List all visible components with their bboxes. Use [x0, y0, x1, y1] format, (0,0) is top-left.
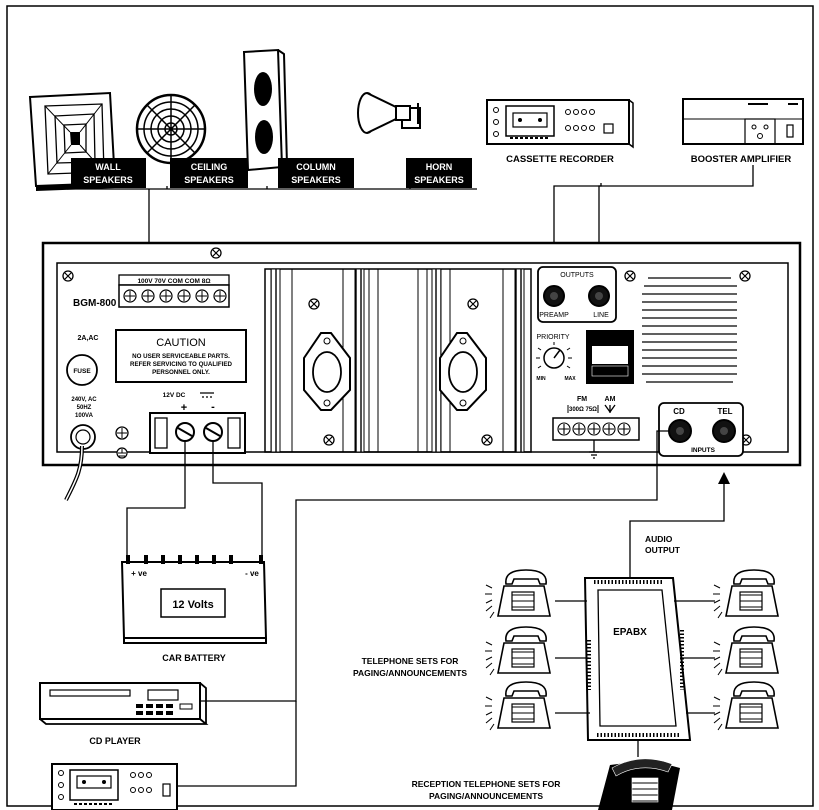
cassette-recorder-icon: [486, 99, 634, 149]
reception-sets-caption-2: PAGING/ANNOUNCEMENTS: [429, 791, 543, 801]
horn-speakers-label: HORN SPEAKERS: [406, 158, 472, 188]
booster-amplifier-caption: BOOSTER AMPLIFIER: [691, 154, 792, 165]
car-battery-icon: + ve - ve 12 Volts: [120, 555, 268, 644]
svg-text:100V 70V COM COM 8Ω: 100V 70V COM COM 8Ω: [137, 278, 210, 285]
audio-output-label-2: OUTPUT: [645, 545, 681, 555]
inputs-panel: CD TEL INPUTS: [658, 402, 744, 457]
cassette-recorder-caption: CASSETTE RECORDER: [506, 154, 614, 165]
vent-grille: [642, 277, 737, 383]
heatsink: [264, 268, 532, 453]
epabx-unit: EPABX: [583, 577, 692, 741]
svg-text:CD: CD: [673, 407, 685, 416]
svg-text:240V, AC: 240V, AC: [71, 397, 97, 403]
frame: [6, 5, 814, 807]
svg-text:WALL: WALL: [95, 162, 121, 172]
audio-output-arrow-icon: [718, 472, 730, 484]
svg-text:CAUTION: CAUTION: [156, 337, 206, 349]
caution-panel: CAUTION NO USER SERVICEABLE PARTS. REFER…: [115, 329, 247, 383]
svg-text:OUTPUTS: OUTPUTS: [560, 272, 594, 279]
svg-text:MIN: MIN: [536, 376, 546, 382]
bottom-cassette-recorder-icon: [51, 763, 178, 810]
svg-text:PREAMP: PREAMP: [539, 312, 569, 319]
wall-speakers-label: WALL SPEAKERS: [71, 158, 146, 188]
phone-wires: [555, 600, 715, 757]
svg-text:HORN: HORN: [426, 162, 453, 172]
line-to-booster-wire: [598, 165, 754, 287]
recorder-wire: [177, 701, 297, 787]
ceiling-speakers-label: CEILING SPEAKERS: [170, 158, 248, 188]
svg-text:MAX: MAX: [564, 376, 576, 382]
svg-text:LINE: LINE: [593, 312, 609, 319]
svg-text:INPUTS: INPUTS: [691, 447, 716, 454]
reception-sets-caption: RECEPTION TELEPHONE SETS FOR: [412, 779, 561, 789]
svg-text:12V DC: 12V DC: [163, 392, 186, 399]
svg-text:FUSE: FUSE: [73, 368, 91, 375]
svg-text:2A,AC: 2A,AC: [77, 335, 98, 342]
column-speaker-icon: [242, 48, 289, 172]
svg-text:- ve: - ve: [245, 569, 259, 578]
audio-output-wire: [629, 480, 725, 579]
priority-control: PRIORITY MIN MAX: [536, 334, 576, 382]
dc-to-battery-wires: [126, 441, 263, 562]
horn-speaker-icon: [357, 92, 421, 134]
fuse-holder: 2A,AC FUSE 240V, AC 50HZ 100VA: [66, 335, 99, 419]
cd-player-wire: [200, 430, 669, 702]
priority-switch: [586, 330, 634, 384]
dc-input-terminals: 12V DC + -: [149, 392, 246, 454]
telephone-sets-caption-2: PAGING/ANNOUNCEMENTS: [353, 668, 467, 678]
model-label: BGM-800: [73, 298, 117, 309]
svg-text:CEILING: CEILING: [191, 162, 228, 172]
svg-text:EPABX: EPABX: [613, 627, 647, 638]
svg-text:SPEAKERS: SPEAKERS: [184, 175, 234, 185]
cd-player-caption: CD PLAYER: [89, 736, 141, 746]
telephone-icon: [712, 681, 779, 731]
svg-text:100VA: 100VA: [75, 413, 94, 419]
ceiling-speaker-icon: [135, 93, 207, 165]
outputs-panel: OUTPUTS PREAMP LINE: [537, 266, 617, 323]
svg-text:300Ω 75Ω: 300Ω 75Ω: [569, 407, 597, 413]
telephone-icon: [484, 569, 551, 619]
svg-text:+: +: [181, 402, 187, 414]
power-cord: [64, 424, 96, 501]
antenna-terminals: FM 300Ω 75Ω AM: [552, 396, 640, 459]
telephone-icon: [712, 626, 779, 676]
svg-text:PERSONNEL ONLY.: PERSONNEL ONLY.: [152, 369, 210, 376]
booster-amplifier-icon: [682, 98, 804, 145]
svg-text:50HZ: 50HZ: [77, 405, 92, 411]
preamp-to-recorder-wire: [553, 183, 602, 287]
telephone-sets-caption: TELEPHONE SETS FOR: [362, 656, 459, 666]
svg-text:COLUMN: COLUMN: [296, 162, 336, 172]
svg-text:PRIORITY: PRIORITY: [536, 334, 569, 341]
svg-text:REFER SERVICING TO QUALIFIED: REFER SERVICING TO QUALIFIED: [130, 361, 232, 368]
svg-text:TEL: TEL: [717, 407, 732, 416]
ground-terminal-icon: [115, 426, 129, 459]
audio-output-label: AUDIO: [645, 534, 673, 544]
svg-text:+ ve: + ve: [131, 569, 147, 578]
svg-text:SPEAKERS: SPEAKERS: [83, 175, 133, 185]
speaker-terminal-strip: 100V 70V COM COM 8Ω: [118, 274, 230, 308]
panel-screw: [624, 270, 636, 282]
telephone-icon: [484, 626, 551, 676]
svg-text:AM: AM: [605, 396, 616, 403]
svg-text:SPEAKERS: SPEAKERS: [291, 175, 341, 185]
column-speakers-label: COLUMN SPEAKERS: [278, 158, 354, 188]
reception-telephone-icon: [598, 758, 680, 810]
cd-player-icon: [39, 682, 209, 725]
svg-text:FM: FM: [577, 396, 587, 403]
svg-text:12 Volts: 12 Volts: [172, 599, 213, 611]
telephone-icon: [712, 569, 779, 619]
svg-text:SPEAKERS: SPEAKERS: [414, 175, 464, 185]
telephone-icon: [484, 681, 551, 731]
svg-text:-: -: [211, 401, 215, 413]
car-battery-caption: CAR BATTERY: [162, 653, 226, 663]
svg-text:NO USER SERVICEABLE PARTS.: NO USER SERVICEABLE PARTS.: [132, 353, 230, 360]
